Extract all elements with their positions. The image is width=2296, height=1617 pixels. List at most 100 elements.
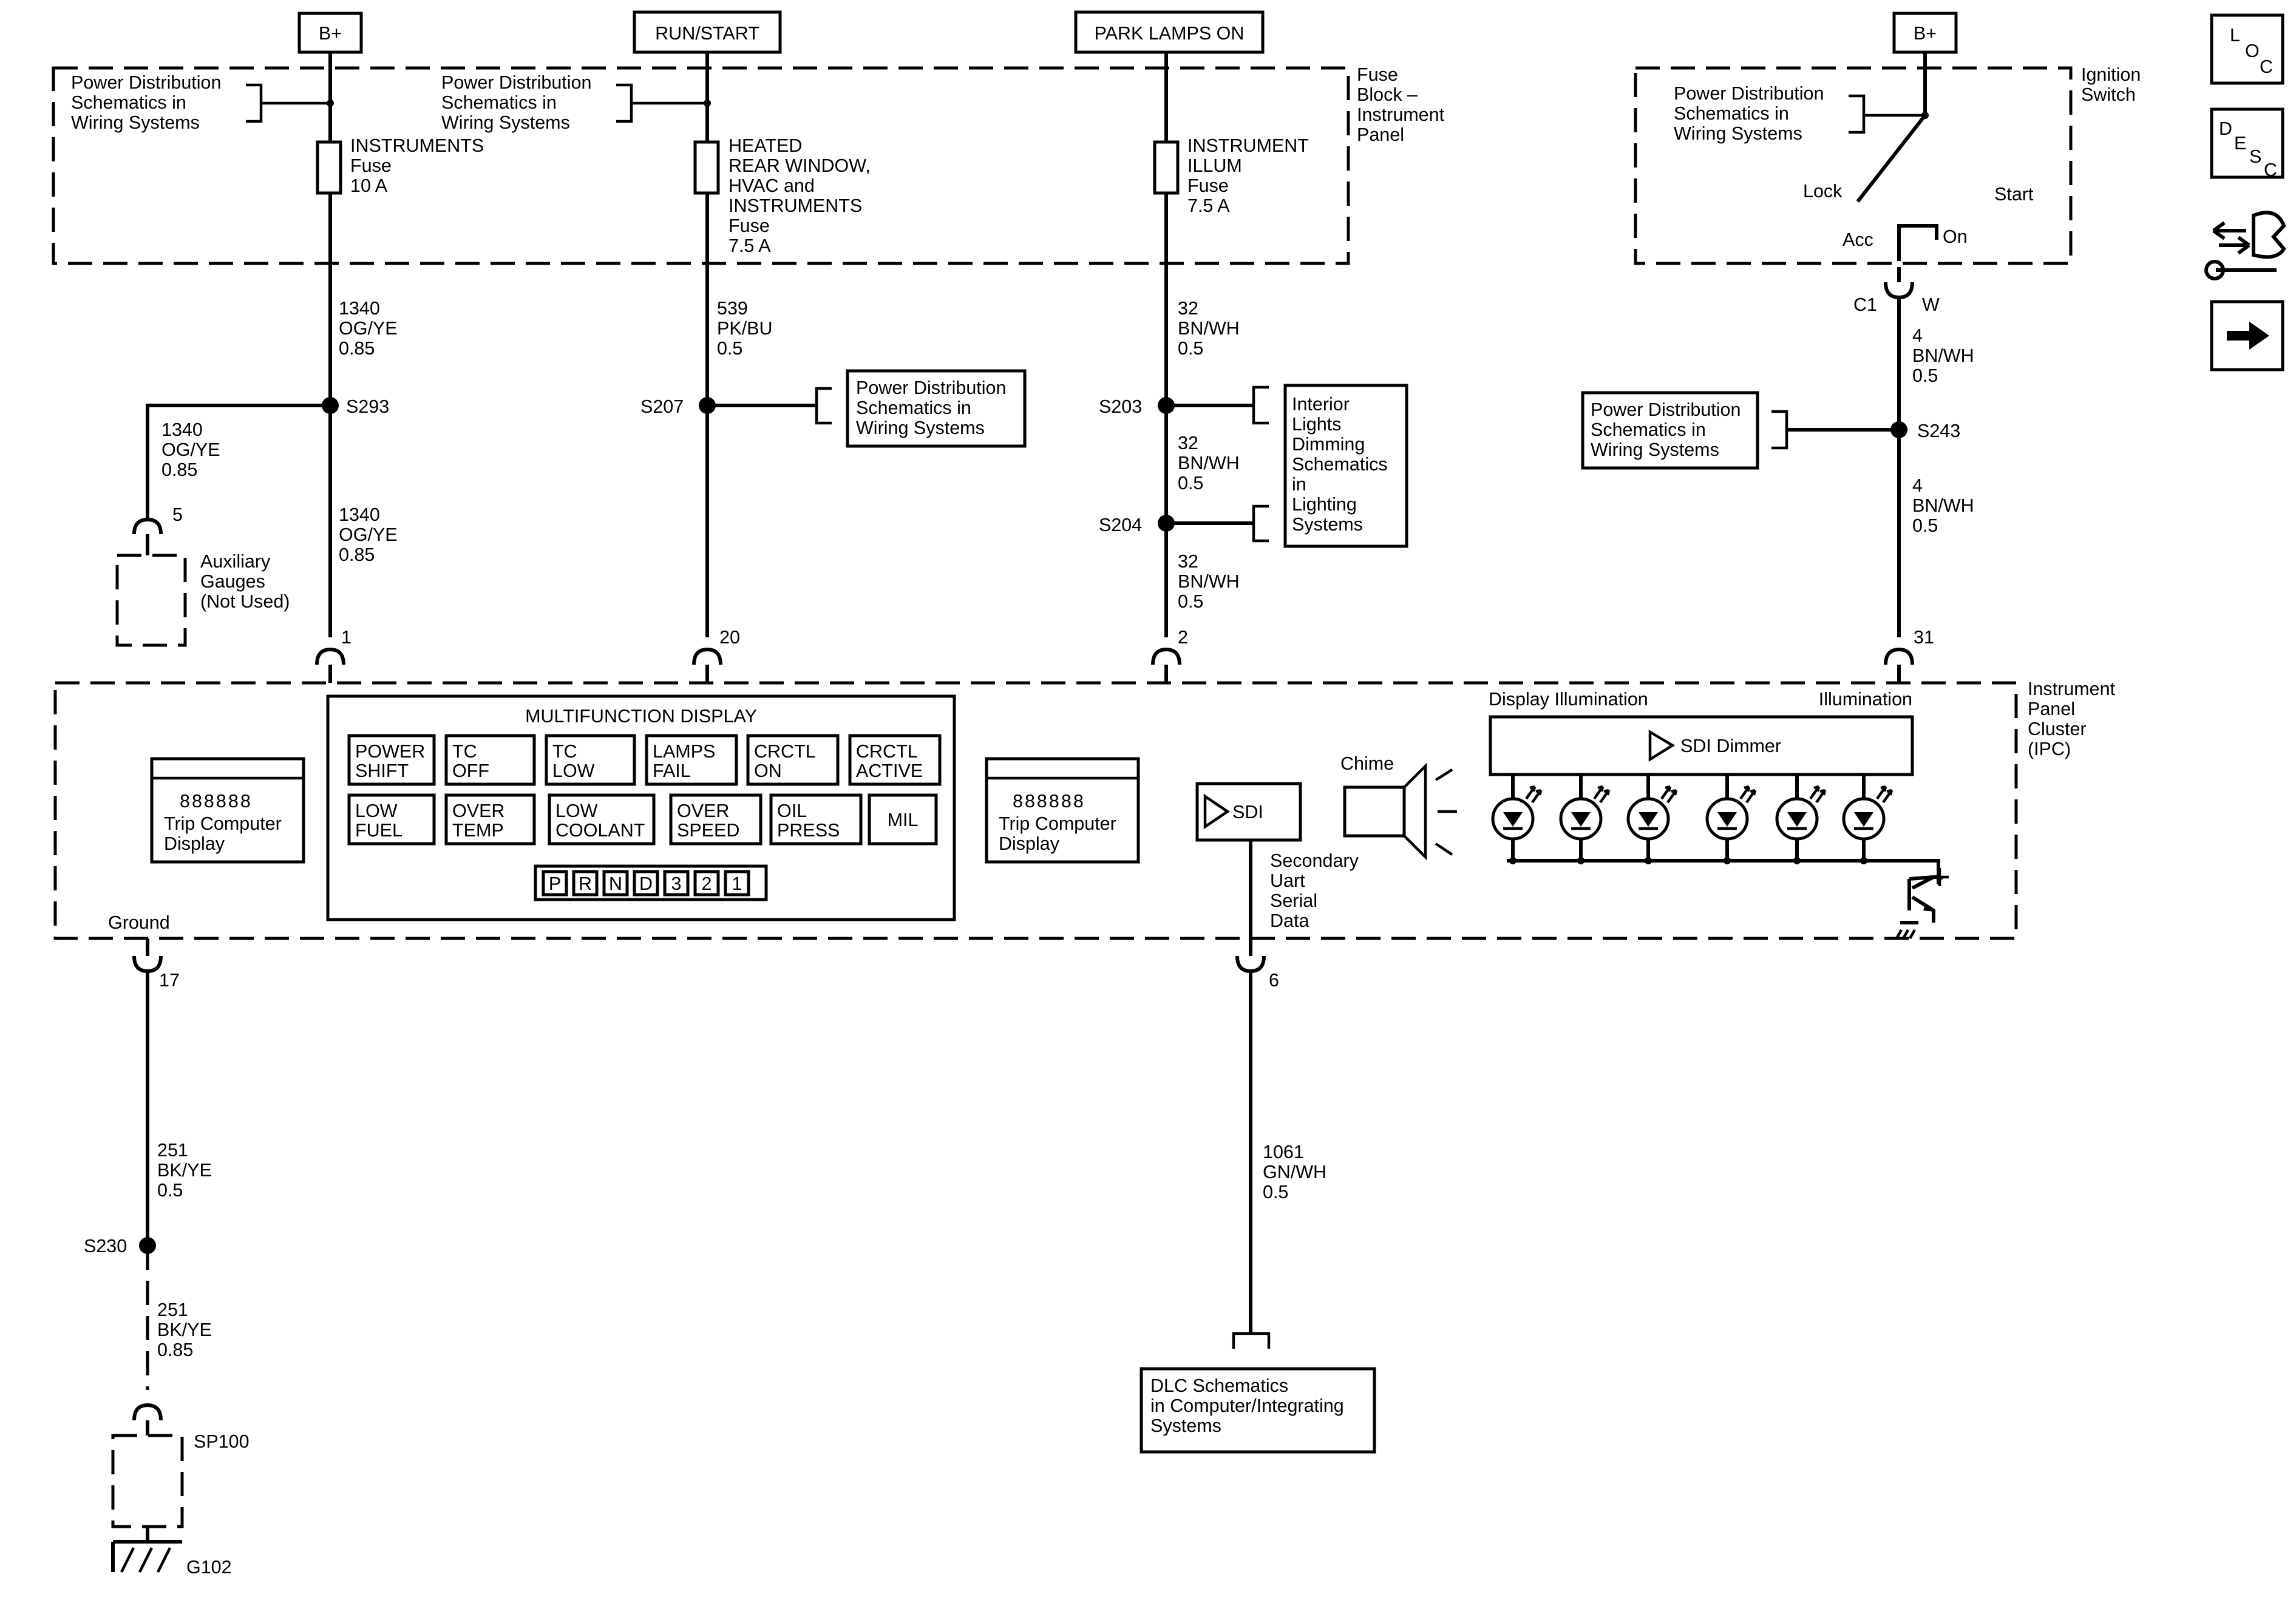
ignition-lock: Lock (1803, 181, 1843, 202)
svg-text:LOW: LOW (552, 761, 595, 781)
circuit-park-lamps: 32 BN/WH 0.5 S203 32 BN/WH 0.5 S204 32 B… (1099, 52, 1269, 683)
ignition-acc: Acc (1843, 229, 1873, 250)
svg-text:L: L (2230, 25, 2240, 46)
svg-text:HEATED: HEATED (729, 135, 802, 156)
svg-text:Interior: Interior (1292, 394, 1350, 415)
source-b-plus-left: B+ (297, 12, 363, 54)
svg-text:4: 4 (1912, 475, 1923, 496)
svg-text:Systems: Systems (1150, 1415, 1221, 1436)
illumination-led-icon (1775, 775, 1864, 864)
svg-text:Wiring Systems: Wiring Systems (71, 112, 200, 133)
svg-text:0.5: 0.5 (1912, 515, 1938, 536)
auxiliary-gauges-not-used: 5 Auxiliary Gauges (Not Used) (115, 504, 290, 647)
svg-text:7.5 A: 7.5 A (729, 236, 771, 256)
svg-text:0.5: 0.5 (717, 338, 742, 359)
led-array (1491, 775, 1931, 864)
sdi-block: SDI Secondary Uart Serial Data (1195, 782, 1359, 938)
prnd-gear: 3 (663, 870, 690, 897)
svg-text:0.5: 0.5 (157, 1180, 183, 1201)
svg-text:ILLUM: ILLUM (1187, 155, 1242, 176)
svg-text:OG/YE: OG/YE (339, 524, 398, 545)
ground-g102-icon (111, 1527, 182, 1573)
svg-text:LOW: LOW (555, 801, 598, 821)
loc-icon[interactable]: L O C (2210, 13, 2284, 85)
circuit-ignition-illum: 4 BN/WH 0.5 S243 4 BN/WH 0.5 31 (1771, 297, 1974, 683)
svg-text:Dimming: Dimming (1292, 434, 1365, 455)
prnd-gear: P (542, 870, 568, 897)
svg-text:OIL: OIL (777, 801, 807, 821)
svg-text:P: P (549, 873, 561, 894)
svg-text:3: 3 (671, 873, 682, 894)
svg-text:Wiring Systems: Wiring Systems (1674, 123, 1802, 144)
svg-text:OFF: OFF (452, 761, 489, 781)
svg-text:BN/WH: BN/WH (1912, 345, 1974, 366)
svg-text:SHIFT: SHIFT (355, 761, 409, 781)
ignition-switch: Ignition Switch Power Distribution Schem… (1634, 52, 2141, 315)
svg-text:2: 2 (702, 873, 712, 894)
splice-s230: S230 (84, 1236, 127, 1256)
svg-text:TEMP: TEMP (452, 820, 504, 841)
connector-c1: C1 (1853, 294, 1877, 315)
svg-text:Lights: Lights (1292, 414, 1341, 435)
display-illumination-label: Display Illumination (1489, 689, 1648, 710)
svg-text:Display: Display (999, 833, 1060, 854)
svg-text:Trip Computer: Trip Computer (164, 813, 282, 834)
svg-text:OVER: OVER (452, 801, 504, 821)
svg-text:Display: Display (164, 833, 225, 854)
trip-computer-display-left: 888888 Trip Computer Display (150, 757, 305, 864)
splice-s204: S204 (1099, 515, 1142, 535)
svg-text:Fuse: Fuse (350, 155, 392, 176)
illumination-label: Illumination (1819, 689, 1912, 710)
chime-speaker-icon: Chime (1340, 753, 1457, 861)
circuit-run-start: 539 PK/BU 0.5 S207 20 (640, 52, 832, 683)
svg-text:PRESS: PRESS (777, 820, 840, 841)
svg-text:1: 1 (732, 873, 742, 894)
illumination-led-icon (1559, 775, 1648, 864)
svg-text:0.5: 0.5 (1912, 365, 1938, 386)
prnd-gear: 1 (724, 870, 750, 897)
illumination-led-icon (1842, 775, 1931, 864)
svg-text:E: E (2234, 133, 2246, 154)
svg-text:Schematics in: Schematics in (441, 92, 557, 113)
svg-text:0.85: 0.85 (339, 338, 375, 359)
svg-text:BN/WH: BN/WH (1178, 453, 1240, 473)
desc-icon[interactable]: D E S C (2210, 107, 2284, 180)
next-page-arrow-icon[interactable] (2210, 300, 2284, 371)
svg-text:(IPC): (IPC) (2028, 739, 2071, 759)
svg-text:Fuse: Fuse (1187, 175, 1229, 196)
mfd-indicator: MIL (868, 793, 938, 846)
prnd-gear: 2 (693, 870, 720, 897)
svg-text:REAR WINDOW,: REAR WINDOW, (729, 155, 871, 176)
svg-text:888888: 888888 (180, 791, 253, 812)
svg-text:Uart: Uart (1270, 870, 1305, 891)
svg-text:MIL: MIL (888, 810, 919, 830)
connector-tools-icon[interactable] (2204, 211, 2286, 280)
svg-text:DLC Schematics: DLC Schematics (1150, 1375, 1288, 1396)
svg-text:Instrument: Instrument (1357, 104, 1445, 125)
pd-ref-box-s207: Power Distribution Schematics in Wiring … (846, 369, 1027, 448)
g102-label: G102 (186, 1557, 232, 1578)
svg-text:Data: Data (1270, 910, 1309, 931)
svg-text:BN/WH: BN/WH (1912, 495, 1974, 516)
svg-text:Power Distribution: Power Distribution (856, 378, 1007, 398)
fuse-instrument-illum-7-5a: INSTRUMENT ILLUM Fuse 7.5 A (1153, 135, 1309, 216)
pin-20: 20 (719, 627, 740, 648)
mfd-title: MULTIFUNCTION DISPLAY (525, 706, 757, 727)
dlc-ref-box: DLC Schematics in Computer/Integrating S… (1140, 1367, 1376, 1454)
svg-text:4: 4 (1912, 325, 1923, 346)
svg-text:N: N (609, 873, 622, 894)
svg-text:0.5: 0.5 (1178, 338, 1203, 359)
svg-text:OG/YE: OG/YE (161, 439, 220, 460)
pin-1: 1 (341, 627, 352, 648)
svg-text:539: 539 (717, 298, 748, 319)
ipc-ground-label: Ground (108, 912, 170, 933)
svg-text:0.5: 0.5 (1263, 1182, 1288, 1202)
svg-text:251: 251 (157, 1300, 188, 1320)
svg-text:BK/YE: BK/YE (157, 1320, 212, 1340)
svg-text:Cluster: Cluster (2028, 719, 2087, 739)
svg-text:O: O (2245, 41, 2260, 61)
svg-text:C: C (2260, 56, 2273, 77)
